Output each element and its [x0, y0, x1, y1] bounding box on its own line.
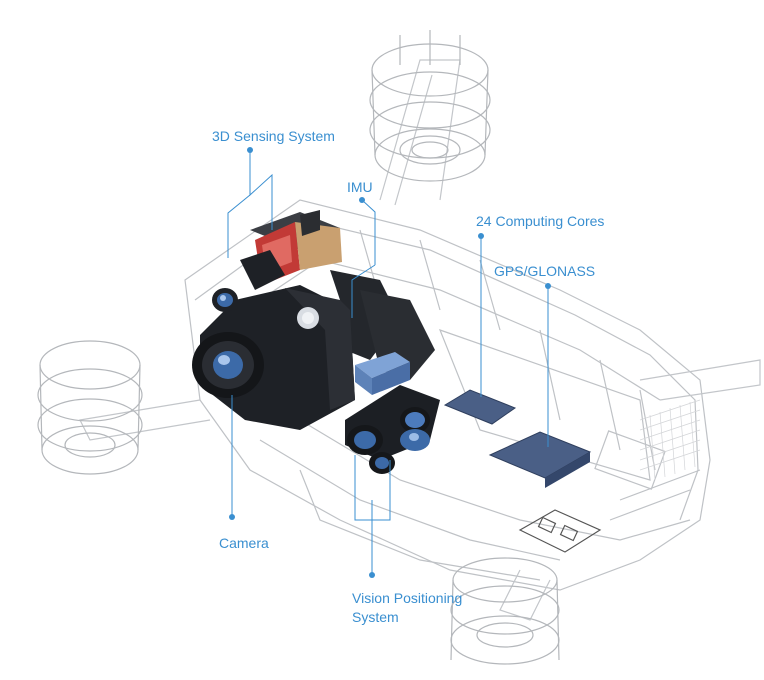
label-vision-positioning-line2: System — [352, 609, 399, 625]
sensing-callout-line — [249, 150, 273, 230]
imu-module — [355, 352, 410, 395]
vision-positioning-sensors — [345, 385, 440, 474]
camera-body — [192, 285, 355, 430]
label-3d-sensing-system: 3D Sensing System — [212, 128, 335, 144]
drone-arms — [79, 59, 761, 621]
vent-panel — [518, 509, 602, 553]
imu-callout-line — [361, 199, 376, 265]
callout-lines — [227, 150, 549, 575]
label-imu: IMU — [347, 179, 373, 195]
label-gps-glonass: GPS/GLONASS — [494, 263, 596, 279]
callout-dots — [229, 147, 551, 578]
label-camera: Camera — [219, 535, 269, 551]
gps-chip — [488, 431, 592, 488]
label-computing-cores: 24 Computing Cores — [476, 213, 605, 229]
computing-cores-chip — [443, 389, 517, 425]
propeller-motors — [37, 30, 560, 665]
heatsink-grid — [639, 399, 701, 481]
label-vision-positioning-line1: Vision Positioning — [352, 590, 463, 606]
